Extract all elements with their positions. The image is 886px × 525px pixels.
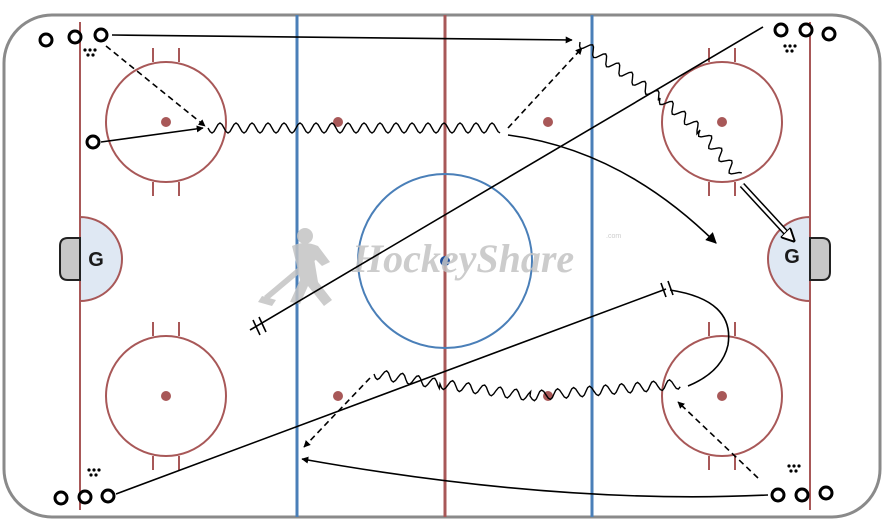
puck-pile-icon xyxy=(83,48,97,57)
faceoff-dot xyxy=(717,117,727,127)
goalie-label-left: G xyxy=(88,249,104,271)
center-faceoff-dot xyxy=(440,256,450,266)
skate-path-line xyxy=(100,125,204,143)
hockeyshare-watermark: HockeyShare .com xyxy=(258,228,621,306)
goal-crease-right xyxy=(767,215,811,303)
goal-net-right xyxy=(809,237,831,281)
neutral-zone-dot xyxy=(333,117,343,127)
puck-pile-icon xyxy=(787,464,801,473)
stickhandle-path-wavy xyxy=(207,122,501,134)
watermark-brand-text: HockeyShare xyxy=(351,236,574,281)
skater-group-bottom-right xyxy=(770,485,834,503)
neutral-zone-dot xyxy=(333,391,343,401)
faceoff-circle-left-top xyxy=(105,48,227,196)
goalie-label-right: G xyxy=(784,246,800,268)
skate-path-line xyxy=(111,34,573,44)
watermark-suffix-text: .com xyxy=(606,233,621,240)
pass-path-dashed xyxy=(507,47,583,129)
faceoff-dot xyxy=(161,117,171,127)
stickhandle-path-wavy xyxy=(578,41,742,175)
skate-path-curve xyxy=(301,456,769,498)
faceoff-circle-left-bottom xyxy=(105,322,227,470)
skate-path-line xyxy=(115,288,667,495)
stop-bar-icon xyxy=(252,316,267,336)
faceoff-circle-right-bottom xyxy=(661,322,783,470)
stop-bar-icon xyxy=(660,280,674,298)
center-faceoff-circle xyxy=(357,173,533,349)
skater-circle xyxy=(85,134,101,150)
goal-crease-left xyxy=(79,215,123,303)
faceoff-circle-right-top xyxy=(661,48,783,196)
neutral-zone-dot xyxy=(543,117,553,127)
goal-net-left xyxy=(59,237,81,281)
pass-path-dashed xyxy=(303,377,371,448)
skater-group-top-left xyxy=(38,27,109,48)
skate-path-curve xyxy=(669,289,730,387)
skate-path-curve xyxy=(507,134,717,244)
faceoff-dot xyxy=(161,391,171,401)
pass-path-dashed xyxy=(105,45,206,127)
skate-path-line xyxy=(249,26,764,331)
skater-group-bottom-left xyxy=(53,488,116,506)
pass-path-dashed xyxy=(677,401,759,479)
puck-pile-icon xyxy=(87,468,101,477)
faceoff-dot xyxy=(717,391,727,401)
shot-path-double xyxy=(739,182,793,240)
skater-group-top-right xyxy=(773,22,837,42)
player-silhouette-icon xyxy=(258,228,332,306)
stickhandle-path-wavy xyxy=(373,370,681,402)
puck-pile-icon xyxy=(783,44,797,53)
